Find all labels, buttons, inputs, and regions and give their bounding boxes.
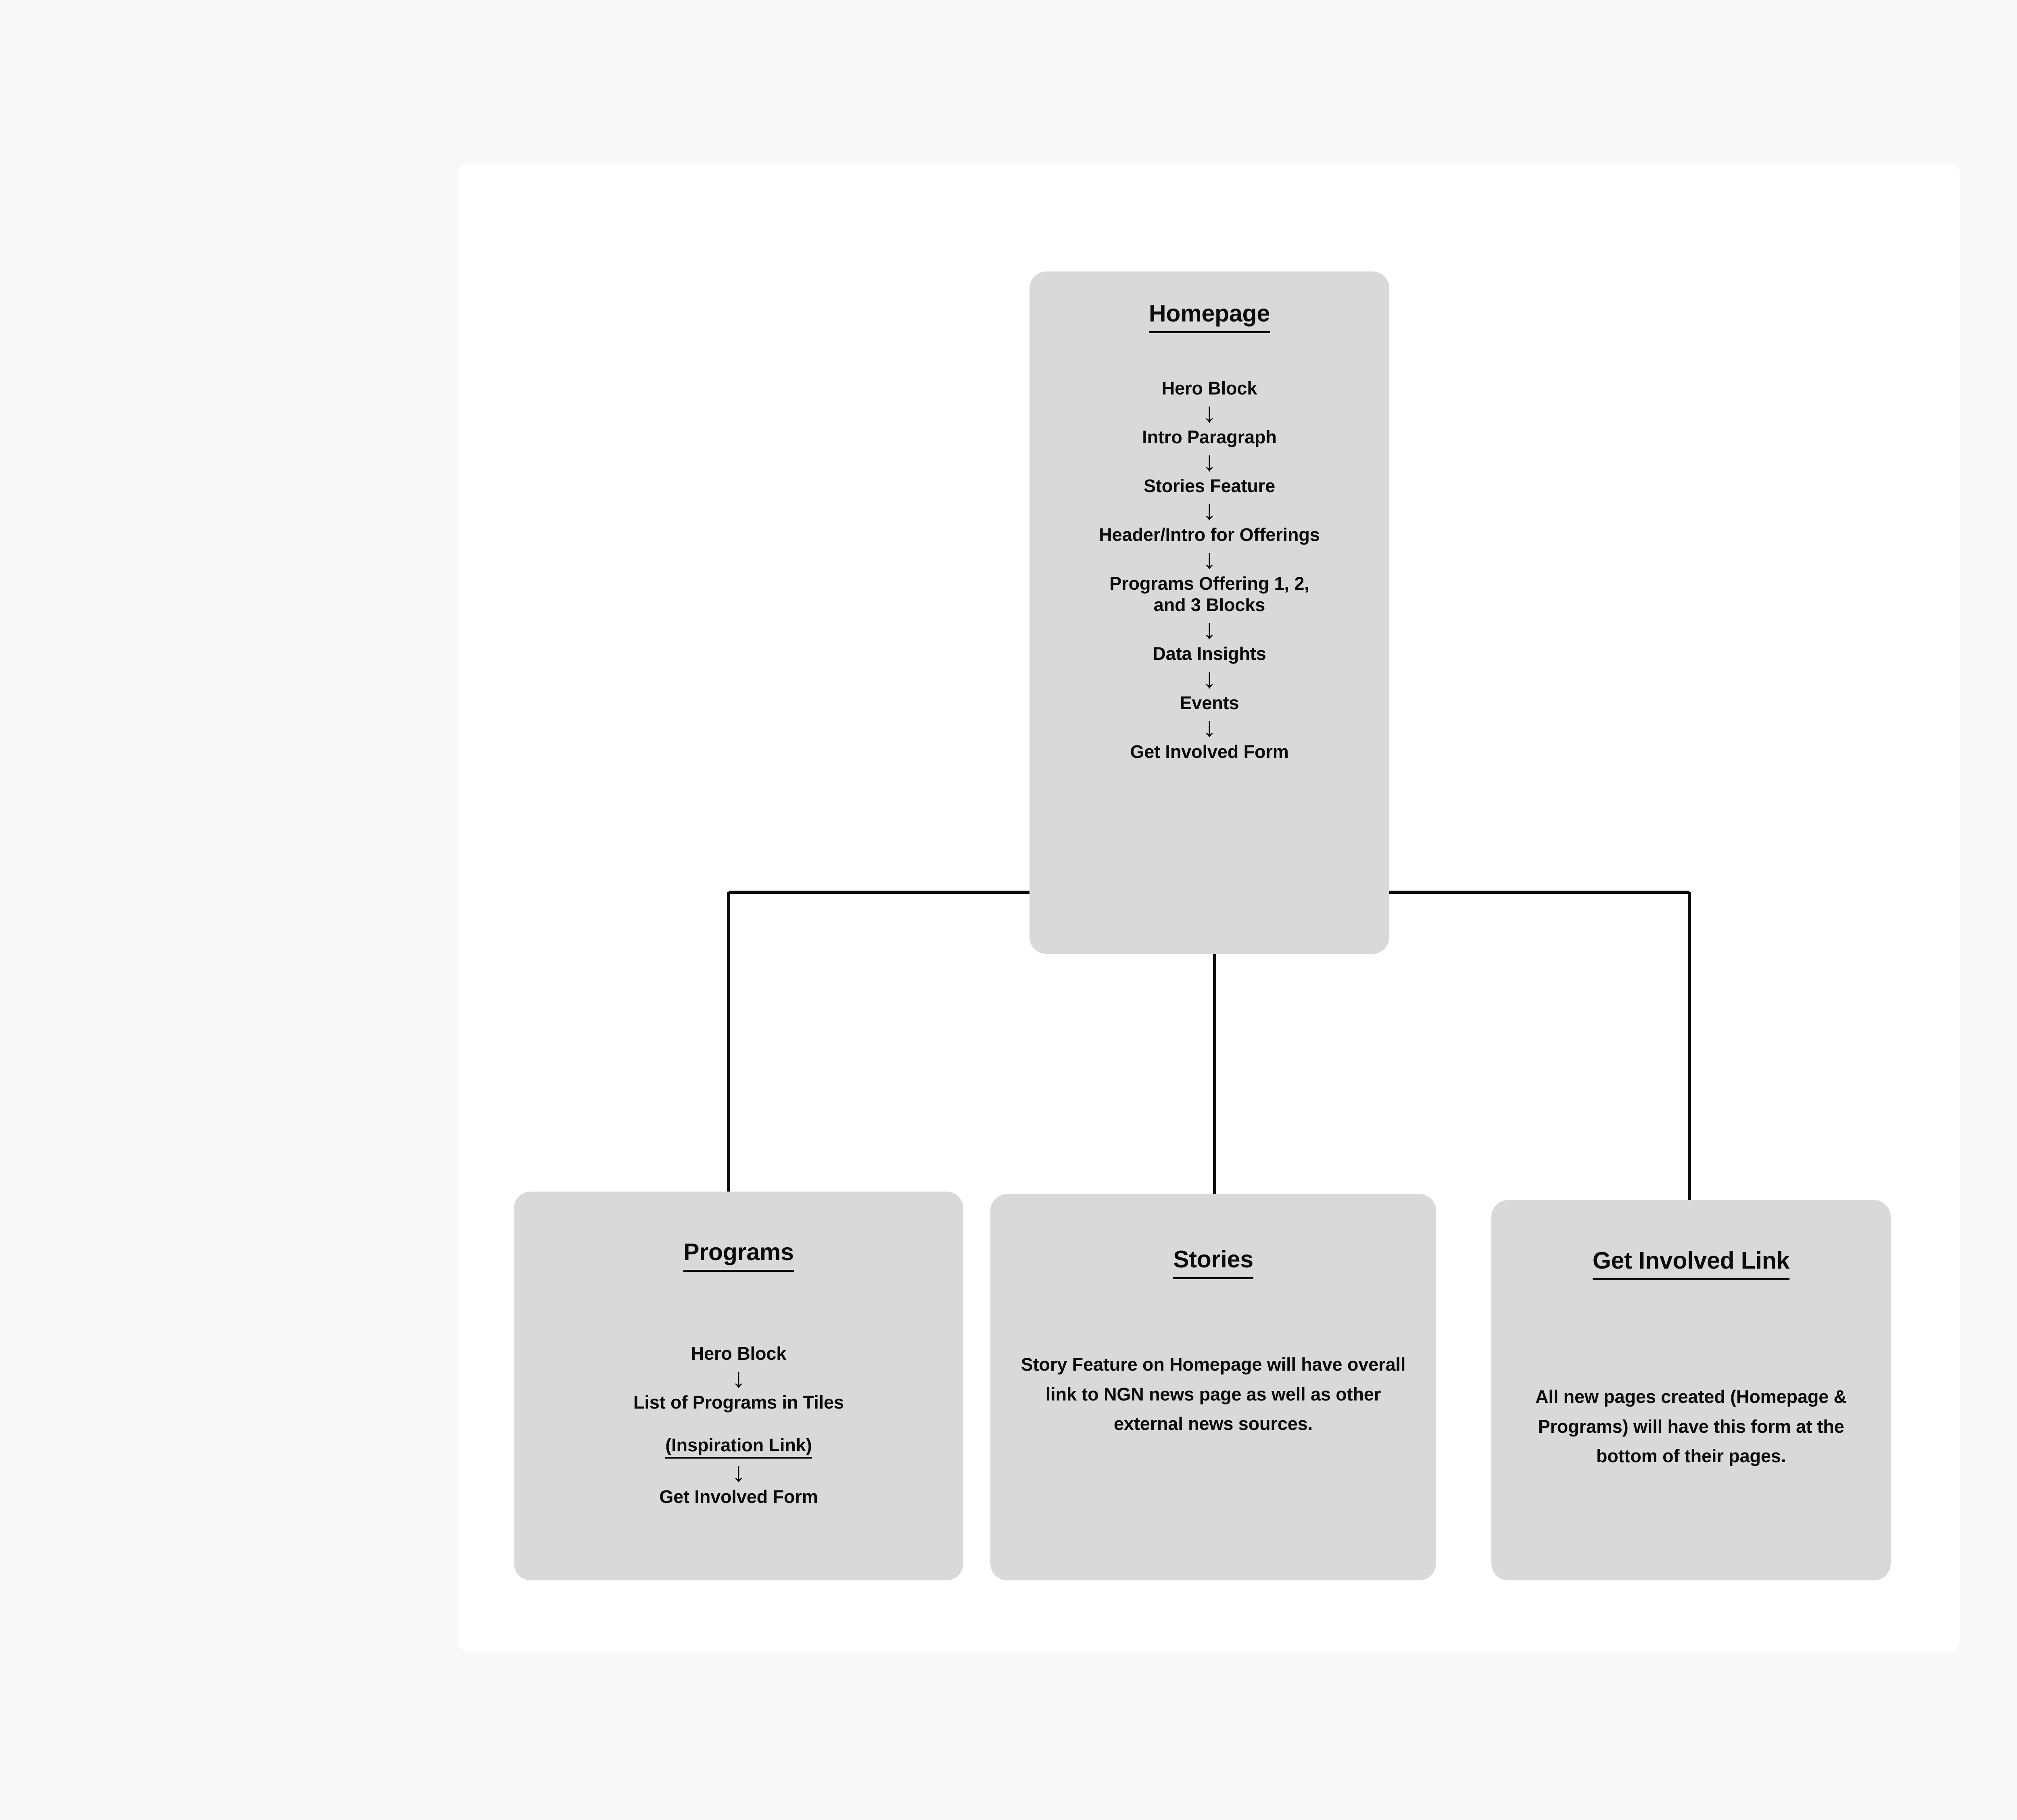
step-stories-feature: Stories Feature: [1143, 476, 1276, 497]
arrow-down-icon: ↓: [1203, 544, 1216, 575]
step-inspiration-link[interactable]: (Inspiration Link): [530, 1413, 947, 1459]
arrow-down-icon: ↓: [1203, 397, 1216, 428]
step-get-involved-form: Get Involved Form: [1130, 741, 1289, 762]
step-header-intro-offerings: Header/Intro for Offerings: [1099, 524, 1320, 545]
node-programs[interactable]: Programs Hero Block ↓ List of Programs i…: [514, 1192, 963, 1580]
step-events: Events: [1180, 692, 1239, 713]
arrow-down-icon: ↓: [1203, 663, 1216, 694]
arrow-down-icon: ↓: [1203, 446, 1216, 477]
node-programs-title: Programs: [530, 1239, 947, 1272]
arrow-down-icon: ↓: [1203, 712, 1216, 743]
node-stories-title: Stories: [1019, 1246, 1408, 1279]
node-get-involved-link-title: Get Involved Link: [1512, 1248, 1870, 1280]
node-homepage[interactable]: Homepage Hero Block ↓ Intro Paragraph ↓ …: [1029, 271, 1389, 954]
step-programs-offering-blocks: Programs Offering 1, 2, and 3 Blocks: [1109, 573, 1309, 616]
node-get-involved-link[interactable]: Get Involved Link All new pages created …: [1491, 1200, 1891, 1580]
node-homepage-title: Homepage: [1042, 301, 1377, 333]
arrow-down-icon: ↓: [1203, 614, 1216, 645]
step-get-involved-form: Get Involved Form: [659, 1486, 818, 1507]
arrow-down-icon: ↓: [732, 1362, 745, 1393]
node-stories[interactable]: Stories Story Feature on Homepage will h…: [990, 1194, 1436, 1580]
step-intro-paragraph: Intro Paragraph: [1142, 426, 1277, 447]
step-list-of-programs-in-tiles: List of Programs in Tiles: [633, 1392, 844, 1413]
node-stories-note: Story Feature on Homepage will have over…: [1021, 1354, 1406, 1434]
step-data-insights: Data Insights: [1153, 643, 1266, 664]
step-hero-block: Hero Block: [691, 1343, 787, 1364]
arrow-down-icon: ↓: [732, 1457, 745, 1488]
node-programs-flow: Hero Block ↓ List of Programs in Tiles (…: [530, 1343, 947, 1507]
node-get-involved-link-note: All new pages created (Homepage & Progra…: [1535, 1386, 1847, 1467]
arrow-down-icon: ↓: [1203, 495, 1216, 526]
node-homepage-flow: Hero Block ↓ Intro Paragraph ↓ Stories F…: [1042, 378, 1377, 762]
step-hero-block: Hero Block: [1161, 378, 1257, 399]
